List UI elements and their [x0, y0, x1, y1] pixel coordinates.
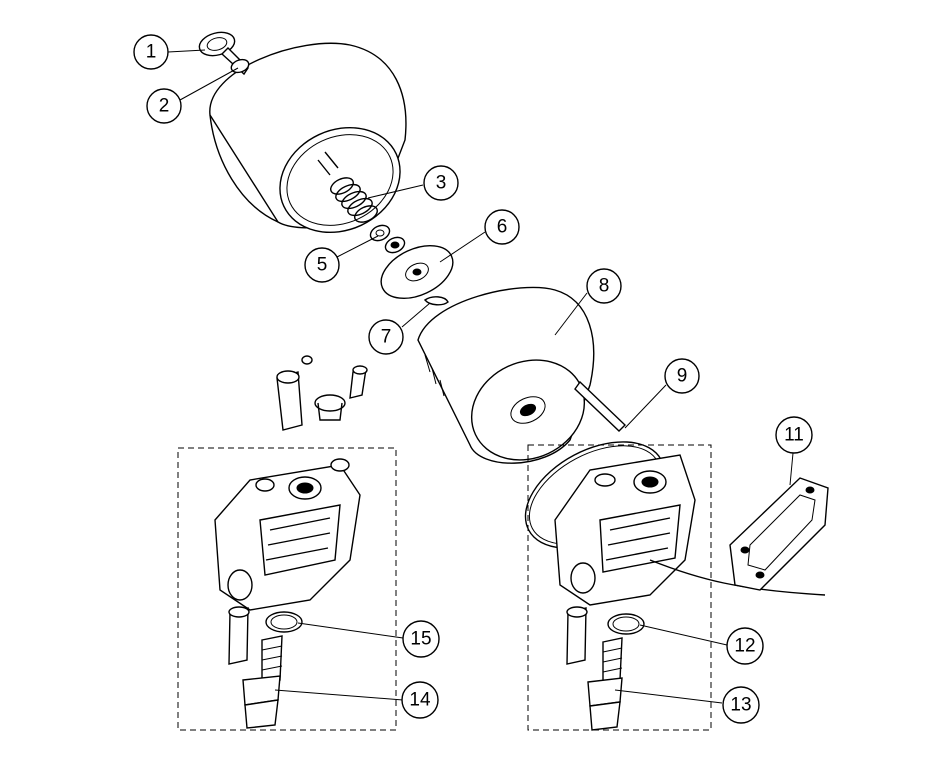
callout-5: 5 [304, 247, 340, 283]
callout-6: 6 [484, 209, 520, 245]
spring [330, 177, 378, 223]
head-assembly-right [527, 444, 826, 731]
filter-bowl [209, 42, 407, 234]
callout-11: 11 [775, 416, 813, 454]
callout-5-label: 5 [317, 255, 328, 276]
callout-6-label: 6 [497, 217, 508, 238]
seal-ring [384, 236, 406, 254]
callout-7-label: 7 [381, 327, 392, 348]
callout-11-label: 11 [784, 425, 804, 446]
filter-element [417, 286, 627, 464]
callout-3-label: 3 [436, 173, 447, 194]
head-assembly-left [177, 447, 397, 731]
callout-13: 13 [722, 686, 760, 724]
callout-3: 3 [423, 165, 459, 201]
callout-9-label: 9 [677, 366, 688, 387]
left-fittings [228, 606, 303, 729]
callout-13-label: 13 [730, 695, 751, 716]
callout-8-label: 8 [599, 276, 610, 297]
callout-9: 9 [664, 358, 700, 394]
callout-15: 15 [402, 620, 440, 658]
pressure-plate [380, 244, 454, 300]
callout-7: 7 [368, 319, 404, 355]
callout-12: 12 [726, 627, 764, 665]
gasket-plate [729, 477, 829, 591]
left-head-plugs [276, 355, 368, 431]
callout-1: 1 [133, 34, 169, 70]
callout-14: 14 [401, 681, 439, 719]
callout-8: 8 [586, 268, 622, 304]
right-fittings [566, 606, 645, 731]
callout-2: 2 [146, 88, 182, 124]
circlip [423, 296, 449, 306]
callout-2-label: 2 [159, 96, 170, 117]
callout-15-label: 15 [410, 629, 431, 650]
callout-14-label: 14 [409, 690, 431, 711]
washer-ring [369, 224, 391, 242]
callout-12-label: 12 [734, 636, 755, 657]
callout-1-label: 1 [146, 42, 157, 63]
leader-lines [167, 49, 794, 704]
